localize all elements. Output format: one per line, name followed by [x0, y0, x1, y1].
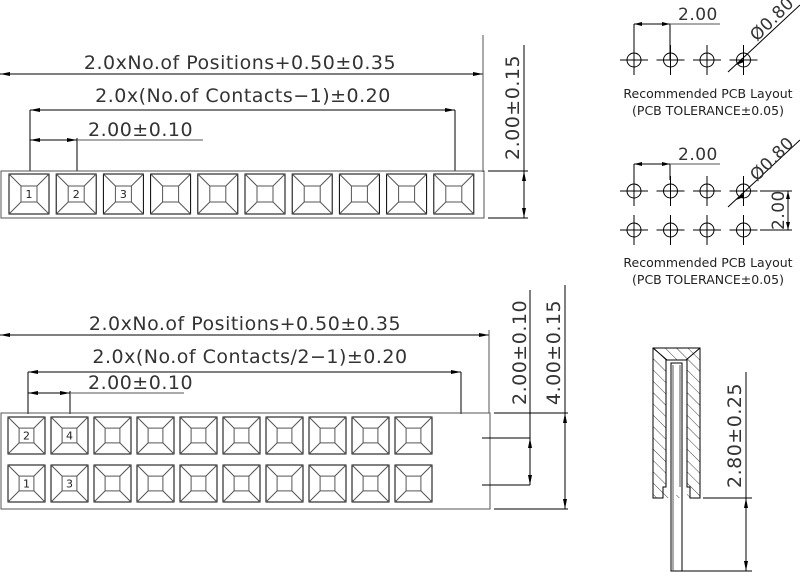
double-row-bottom-cell: [394, 464, 433, 503]
pin-number: 2: [73, 188, 80, 201]
double-row-top-cell: [179, 416, 218, 455]
single-row-cells: 1 2 3: [8, 173, 475, 215]
pcb-hole-top: [693, 176, 721, 206]
double-height-dimension: 4.00±0.15: [494, 285, 568, 510]
double-row-top-cell: [93, 416, 132, 455]
double-row-bottom-cell: [179, 464, 218, 503]
pcb-hole: [620, 45, 648, 75]
double-row-bottom-cell: [93, 464, 132, 503]
side-depth-label: 2.80±0.25: [724, 383, 746, 488]
pcb-hole-bottom: [620, 215, 648, 245]
double-row-bottom-cell: 1: [7, 464, 46, 503]
double-row-bottom-cell: [308, 464, 347, 503]
contact-pin: [670, 362, 683, 572]
pcb-single-holes: [620, 45, 758, 75]
pcb-hole-bottom: [656, 215, 685, 245]
pcb-double-row-pitch-label: 2.00: [769, 190, 789, 230]
double-row-bottom-cell: [351, 464, 390, 503]
single-row-cell: 2: [55, 173, 97, 215]
double-contact-span-dimension: 2.0x(No.of Contacts/2−1)±0.20: [27, 346, 462, 414]
pin-number: 3: [120, 188, 127, 201]
pin-number: 1: [23, 478, 30, 491]
double-row-pitch-dimension: 2.00±0.10: [482, 290, 532, 486]
double-row-top-cell: [308, 416, 347, 455]
pcb-hole-top: [620, 176, 648, 206]
pcb-single-tolerance: (PCB TOLERANCE±0.05): [632, 103, 784, 118]
pcb-layout-single: 2.00 Ø0.80 Recommended PCB Layout (PCB T…: [620, 0, 800, 118]
pin-number: 1: [26, 188, 33, 201]
pin-number: 2: [23, 430, 30, 443]
single-contact-span-dimension: 2.0x(No.of Contacts−1)±0.20: [29, 85, 456, 171]
single-row-cell: [244, 173, 286, 215]
double-row-top-cell: 4: [50, 416, 89, 455]
pcb-double-hole-label: Ø0.80: [746, 133, 798, 185]
double-row-bottom-cell: [265, 464, 304, 503]
double-pitch-label: 2.00±0.10: [88, 372, 193, 394]
pcb-double-tolerance: (PCB TOLERANCE±0.05): [632, 272, 784, 287]
double-row-top-cell: [222, 416, 261, 455]
pcb-single-pitch-label: 2.00: [678, 5, 718, 25]
double-row-body: [0, 412, 491, 510]
single-row-cell: [197, 173, 239, 215]
pcb-hole-top: [656, 176, 685, 206]
double-row-view: 2.0xNo.of Positions+0.50±0.35 2.0x(No.of…: [0, 285, 568, 510]
pin-number: 3: [66, 478, 73, 491]
pcb-double-pitch-label: 2.00: [678, 145, 718, 165]
double-row-pitch-label: 2.00±0.10: [509, 300, 531, 405]
pcb-double-title: Recommended PCB Layout: [623, 255, 792, 270]
single-row-cell: [291, 173, 333, 215]
pcb-layout-double: 2.00 Ø0.80 2.00 Recommended PCB Layout (…: [620, 133, 800, 287]
double-row-top-cell: 2: [7, 416, 46, 455]
side-section-view: 2.80±0.25: [652, 347, 752, 572]
single-row-body: [0, 170, 485, 219]
pcb-single-hole-label: Ø0.80: [746, 0, 798, 46]
pcb-hole-bottom: [693, 215, 721, 245]
single-contact-span-label: 2.0x(No.of Contacts−1)±0.20: [95, 85, 391, 107]
single-row-cell: [386, 173, 428, 215]
pcb-hole: [729, 45, 758, 75]
pcb-hole-bottom: [729, 215, 758, 245]
double-row-bottom-cell: [136, 464, 175, 503]
double-overall-length-label: 2.0xNo.of Positions+0.50±0.35: [89, 313, 401, 335]
pcb-hole: [656, 45, 685, 75]
double-contact-span-label: 2.0x(No.of Contacts/2−1)±0.20: [92, 346, 407, 368]
single-pitch-label: 2.00±0.10: [88, 119, 193, 141]
double-overall-dimension: 2.0xNo.of Positions+0.50±0.35: [0, 313, 490, 413]
pin-number: 4: [66, 430, 73, 443]
double-height-label: 4.00±0.15: [543, 300, 565, 405]
double-row-top-cell: [394, 416, 433, 455]
double-row-top-cell: [265, 416, 304, 455]
pcb-hole: [693, 45, 721, 75]
double-row-cells: 2 1 4 3: [7, 416, 433, 503]
single-overall-dimension: 2.0xNo.of Positions+0.50±0.35: [0, 35, 484, 172]
single-row-cell: 3: [102, 173, 144, 215]
pcb-double-holes: [620, 176, 758, 245]
double-row-top-cell: [351, 416, 390, 455]
single-pitch-dimension: 2.00±0.10: [30, 119, 203, 171]
single-height-label: 2.00±0.15: [502, 55, 524, 160]
pcb-hole-top: [729, 176, 758, 206]
double-pitch-dimension: 2.00±0.10: [28, 372, 193, 414]
single-row-cell: [338, 173, 380, 215]
double-row-top-cell: [136, 416, 175, 455]
double-row-bottom-cell: [222, 464, 261, 503]
single-row-view: 2.0xNo.of Positions+0.50±0.35 2.0x(No.of…: [0, 35, 528, 219]
single-height-dimension: 2.00±0.15: [488, 45, 528, 219]
single-row-cell: [433, 173, 475, 215]
single-row-cell: [150, 173, 192, 215]
single-row-cell: 1: [8, 173, 50, 215]
pcb-single-title: Recommended PCB Layout: [623, 86, 792, 101]
single-overall-length-label: 2.0xNo.of Positions+0.50±0.35: [84, 52, 396, 74]
double-row-bottom-cell: 3: [50, 464, 89, 503]
